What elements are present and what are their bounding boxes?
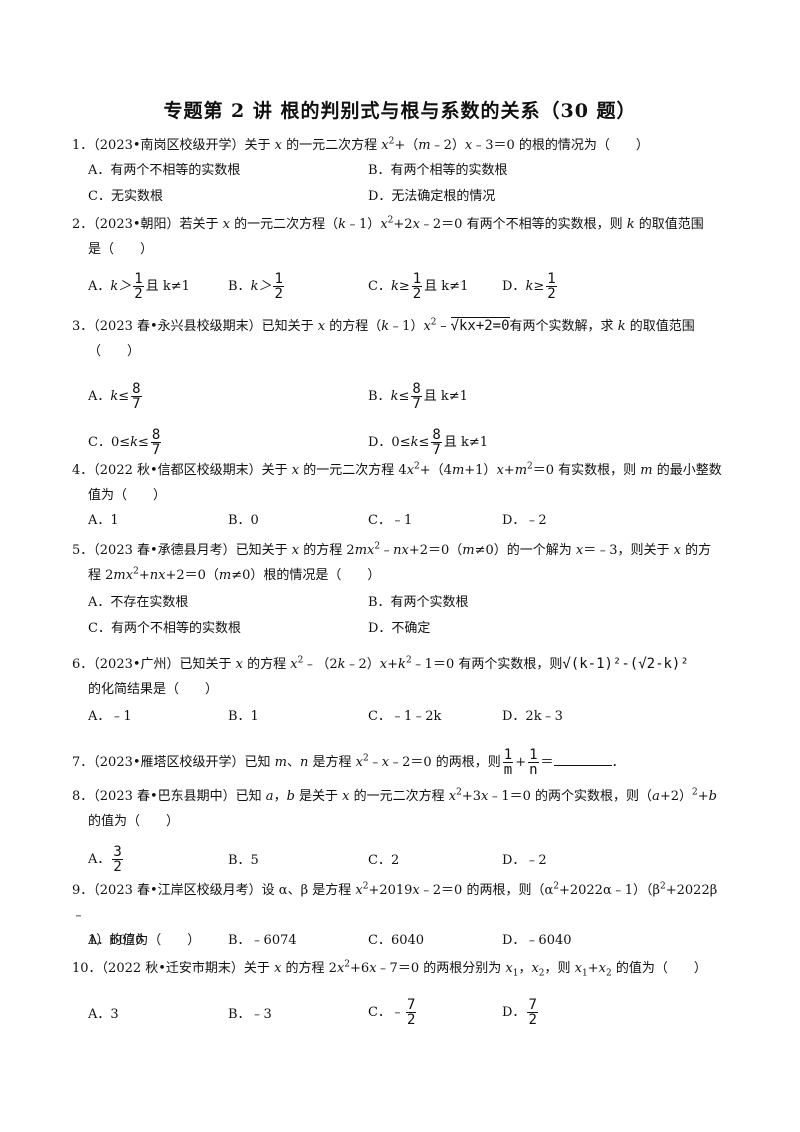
question-5: 5．（2023 春•承德县月考）已知关于 x 的方程 2mx2﹣nx+2＝0（m…	[72, 541, 712, 583]
q1-option-a[interactable]: A．有两个不相等的实数根	[88, 163, 241, 178]
q5-option-b[interactable]: B．有两个实数根	[368, 595, 469, 610]
q5-option-a[interactable]: A．不存在实数根	[88, 595, 189, 610]
question-9: 9．（2023 春•江岸区校级月考）设 α、β 是方程 x2+2019x﹣2＝0…	[72, 881, 718, 948]
q6-option-b[interactable]: B．1	[228, 709, 259, 724]
q5-option-c[interactable]: C．有两个不相等的实数根	[88, 621, 241, 636]
q1-option-c[interactable]: C．无实数根	[88, 189, 163, 204]
question-4: 4．（2022 秋•信都区校级期末）关于 x 的一元二次方程 4x2+（4m+1…	[72, 461, 722, 503]
q10-option-a[interactable]: A．3	[88, 1007, 119, 1022]
question-6: 6．（2023•广州）已知关于 x 的方程 x2﹣（2k﹣2）x+k2﹣1＝0 …	[72, 655, 689, 697]
question-7: 7．（2023•雁塔区校级开学）已知 m、n 是方程 x2﹣x﹣2＝0 的两根，…	[72, 747, 625, 778]
answer-blank[interactable]	[553, 751, 612, 766]
q6-option-a[interactable]: A．﹣1	[88, 709, 132, 724]
q1-option-b[interactable]: B．有两个相等的实数根	[368, 163, 508, 178]
q6-option-d[interactable]: D．2k﹣3	[502, 709, 563, 724]
q10-option-b[interactable]: B．﹣3	[228, 1007, 272, 1022]
question-2: 2．（2023•朝阳）若关于 x 的一元二次方程（k﹣1）x2+2x﹣2＝0 有…	[72, 215, 704, 257]
q9-option-c[interactable]: C．6040	[368, 933, 425, 948]
question-3: 3．（2023 春•永兴县校级期末）已知关于 x 的方程（k﹣1）x2﹣√kx+…	[72, 317, 695, 359]
q4-option-b[interactable]: B．0	[228, 513, 259, 528]
q4-option-a[interactable]: A．1	[88, 513, 119, 528]
q8-option-b[interactable]: B．5	[228, 853, 259, 868]
q9-option-b[interactable]: B．﹣6074	[228, 933, 297, 948]
q8-option-d[interactable]: D．﹣2	[502, 853, 547, 868]
q9-option-a[interactable]: A．6076	[88, 933, 144, 948]
q6-option-c[interactable]: C．﹣1﹣2k	[368, 709, 442, 724]
q4-option-c[interactable]: C．﹣1	[368, 513, 413, 528]
question-8: 8．（2023 春•巴东县期中）已知 a，b 是关于 x 的一元二次方程 x2+…	[72, 787, 717, 829]
q5-option-d[interactable]: D．不确定	[368, 621, 431, 636]
sqrt-expression: ﹣√kx+2=0	[436, 317, 510, 334]
question-10: 10．（2022 秋•迁安市期末）关于 x 的方程 2x2+6x﹣7＝0 的两根…	[72, 959, 707, 979]
page-title: 专题第 2 讲 根的判别式与根与系数的关系（30 题）	[163, 100, 637, 122]
q9-option-d[interactable]: D．﹣6040	[502, 933, 572, 948]
radical-expression: √(k-1)²-(√2-k)²	[562, 656, 689, 672]
q4-option-d[interactable]: D．﹣2	[502, 513, 547, 528]
q1-option-d[interactable]: D．无法确定根的情况	[368, 189, 496, 204]
q8-option-c[interactable]: C．2	[368, 853, 400, 868]
question-1: 1．（2023•南岗区校级开学）关于 x 的一元二次方程 x2+（m﹣2）x﹣3…	[72, 136, 649, 153]
